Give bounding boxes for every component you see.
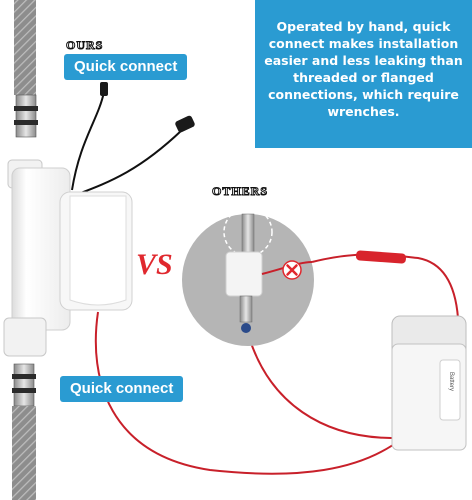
black-sensor-wires [71,91,183,195]
top-braided-hose [14,0,36,95]
ours-label: OURS [65,38,104,53]
wire-connector-plugs [100,82,195,133]
bottom-braided-hose [12,406,36,500]
red-inline-connector [355,250,407,264]
x-mark-icon [282,260,302,280]
bottom-quick-connect-fitting [12,363,36,407]
valve-body [3,159,133,357]
quick-connect-tag-bottom: Quick connect [60,376,184,402]
battery-label: Battery [448,372,454,391]
top-quick-connect-fitting [14,94,38,138]
info-text: Operated by hand, quick connect makes in… [264,19,463,119]
info-box: Operated by hand, quick connect makes in… [255,0,472,148]
vs-label: VS [136,248,173,281]
others-product-circle [182,207,314,346]
red-power-wire [94,253,459,475]
others-label: OTHERS [211,184,269,199]
quick-connect-tag-top: Quick connect [64,54,188,80]
battery-box [391,315,467,451]
